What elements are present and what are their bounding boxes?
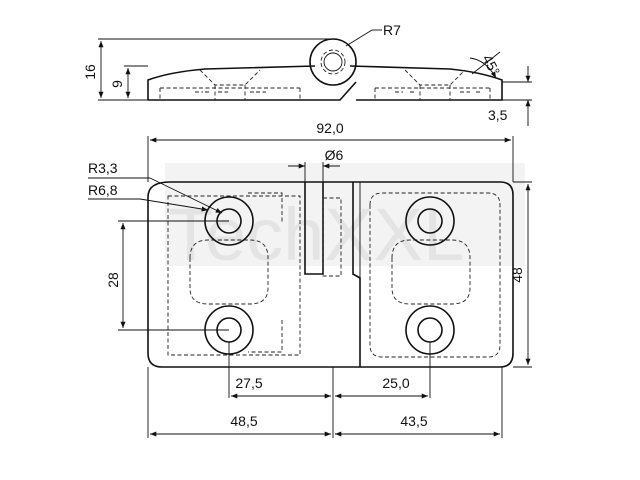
dim-92-label: 92,0: [316, 120, 343, 136]
front-view: 92,0 Ø6 R3,3 R6,8 28 48 27,5: [88, 120, 532, 438]
watermark-text: TechXXL: [168, 193, 464, 276]
dim-25-label: 25,0: [382, 375, 409, 391]
dim-r7-label: R7: [383, 22, 401, 38]
front-left-pocket-outer: [167, 195, 301, 356]
dim-48-5-label: 48,5: [230, 413, 257, 429]
dim-r7-leader: [345, 29, 373, 47]
side-countersink-right-1: [404, 69, 466, 100]
watermark-band: [165, 163, 525, 266]
dim-r3-3-leader: [149, 177, 223, 214]
dim-r3-3-label: R3,3: [88, 160, 118, 176]
side-countersink-left-1: [199, 69, 261, 100]
dim-43-5-label: 43,5: [400, 413, 427, 429]
side-left-leaf-bottom: [148, 81, 357, 101]
front-knuckle-right: [352, 182, 361, 367]
side-pin: [323, 52, 343, 72]
hole-boss-top-right: [405, 196, 455, 246]
side-knuckle: [309, 38, 357, 86]
dim-45-line: [471, 51, 501, 75]
front-right-pocket-outer: [369, 192, 501, 358]
dim-27-5-label: 27,5: [235, 375, 262, 391]
hole-bottom-right: [417, 317, 443, 343]
dim-48-label: 48: [509, 267, 525, 283]
front-outline: [147, 181, 514, 368]
side-pin-hidden: [320, 49, 346, 75]
side-counterbore-right: [374, 87, 491, 100]
side-view: 16 9 R7 45° 3,5: [82, 22, 532, 126]
front-knuckle-left: [304, 182, 324, 275]
dim-3-5-label: 3,5: [488, 107, 508, 123]
front-right-pocket-inner: [391, 239, 471, 305]
front-left-pocket-side: [248, 192, 283, 353]
dim-45-arc: [469, 57, 497, 79]
dim-pin-label: Ø6: [325, 147, 344, 163]
dim-28-label: 28: [105, 272, 121, 288]
side-counterbore-left: [159, 87, 301, 100]
dim-r6-8-leader: [139, 198, 209, 212]
side-right-leaf: [349, 65, 503, 101]
front-pin-hidden: [322, 197, 342, 277]
dim-16-label: 16: [82, 64, 98, 80]
dim-r6-8-label: R6,8: [88, 182, 118, 198]
hole-top-right: [417, 208, 443, 234]
front-left-pocket-inner: [189, 239, 269, 305]
side-left-leaf-top: [147, 65, 316, 100]
dim-9-label: 9: [109, 80, 125, 88]
